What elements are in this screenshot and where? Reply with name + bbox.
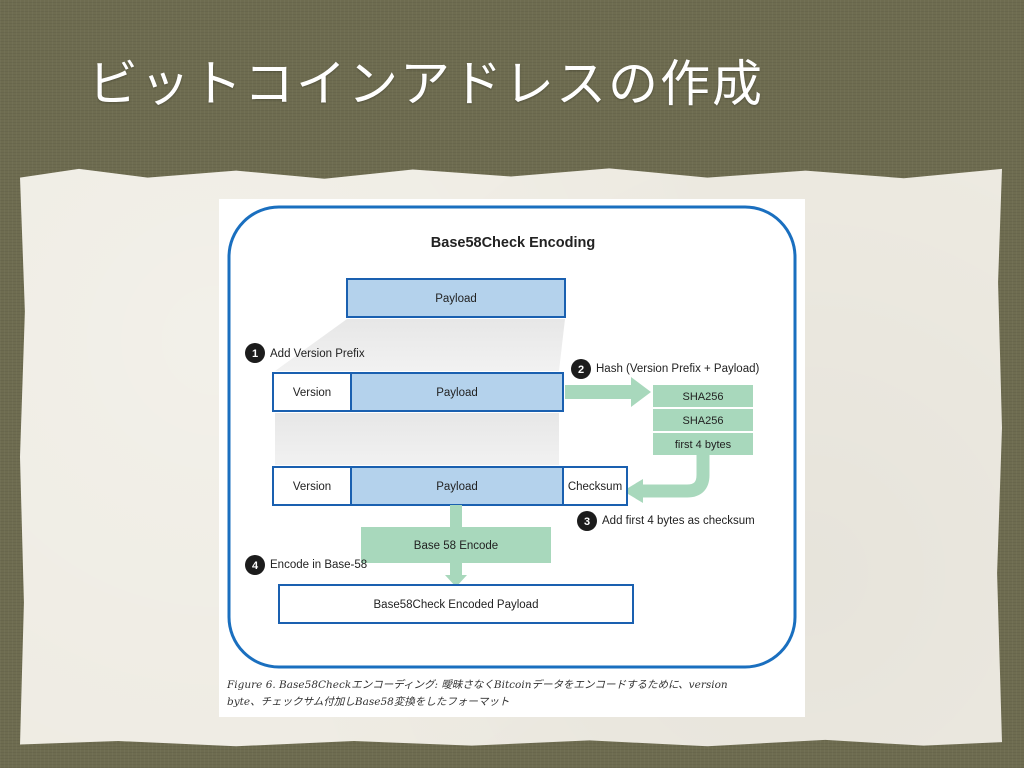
result-label: Base58Check Encoded Payload	[374, 599, 539, 611]
step-4-number: 4	[252, 560, 259, 572]
diagram-title: Base58Check Encoding	[431, 235, 595, 251]
step-4-badge	[245, 555, 265, 575]
hash-arrow	[565, 377, 651, 407]
checksum-label: Checksum	[568, 481, 622, 493]
step-1-label: Add Version Prefix	[270, 348, 365, 360]
step-3-number: 3	[584, 516, 590, 528]
base58-encode-box	[361, 527, 551, 563]
first-4-bytes-label: first 4 bytes	[675, 439, 732, 451]
sha256-box-1	[653, 385, 753, 407]
figure: Base58Check Encoding Payload 1 Add Versi…	[219, 199, 805, 717]
checksum-box	[562, 466, 628, 506]
figure-caption: Figure 6. Base58Checkエンコーディング: 曖昧さなくBitc…	[227, 677, 799, 711]
step-4-label: Encode in Base-58	[270, 559, 367, 571]
sha256-box-2	[653, 409, 753, 431]
step-2-badge	[571, 359, 591, 379]
sha256-label-1: SHA256	[683, 391, 724, 403]
sha256-label-2: SHA256	[683, 415, 724, 427]
payload-box-row2	[350, 372, 564, 412]
step-1-badge	[245, 343, 265, 363]
caption-line-1: Figure 6. Base58Checkエンコーディング: 曖昧さなくBitc…	[227, 679, 728, 691]
step-1-number: 1	[252, 348, 258, 360]
step-2-number: 2	[578, 364, 584, 376]
checksum-arrow-head	[623, 479, 643, 503]
slide-title: ビットコインアドレスの作成	[88, 55, 764, 113]
payload-box-top	[346, 278, 566, 318]
encode-arrow-head	[445, 575, 467, 587]
payload-label-row2: Payload	[436, 387, 478, 399]
step-3-badge	[577, 511, 597, 531]
version-label-row3: Version	[293, 481, 331, 493]
funnel-shape-middle	[275, 413, 559, 465]
payload-label-row3: Payload	[436, 481, 478, 493]
payload-label-top: Payload	[435, 293, 477, 305]
result-box	[278, 584, 634, 624]
base58check-diagram: Base58Check Encoding Payload 1 Add Versi…	[227, 205, 797, 669]
checksum-curve-arrow	[641, 455, 710, 498]
funnel-shape-top	[275, 319, 565, 371]
base58-encode-label: Base 58 Encode	[414, 540, 498, 552]
version-label-row2: Version	[293, 387, 331, 399]
first-4-bytes-box	[653, 433, 753, 455]
step-3-label: Add first 4 bytes as checksum	[602, 515, 755, 527]
caption-line-2: byte、チェックサム付加しBase58変換をしたフォーマット	[227, 696, 510, 708]
step-2-label: Hash (Version Prefix + Payload)	[596, 363, 759, 375]
